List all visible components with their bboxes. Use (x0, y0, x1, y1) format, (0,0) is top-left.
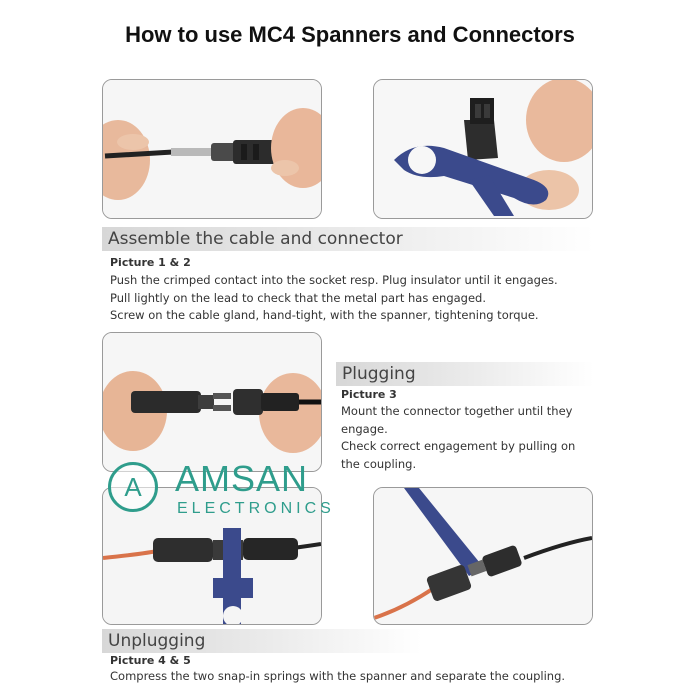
picture-label-4-5: Picture 4 & 5 (110, 654, 191, 667)
watermark-sub: ELECTRONICS (177, 500, 335, 517)
picture-label-1-2: Picture 1 & 2 (110, 256, 191, 269)
watermark-name: AMSAN (175, 458, 309, 499)
page-title: How to use MC4 Spanners and Connectors (125, 22, 575, 47)
photo-unplugging-connector (373, 487, 593, 625)
plugging-line: the coupling. (341, 456, 417, 471)
photo-assemble-contact (102, 79, 322, 219)
section-heading-assemble: Assemble the cable and connector (102, 227, 594, 251)
plugging-line: Mount the connector together until they (341, 404, 573, 418)
section-heading-plugging: Plugging (336, 362, 594, 386)
photo-plugging (102, 332, 322, 472)
plugging-line: engage. (341, 421, 388, 436)
picture-label-3: Picture 3 (341, 388, 397, 401)
unplugging-instructions: Compress the two snap-in springs with th… (110, 668, 650, 686)
assemble-line: Screw on the cable gland, hand-tight, wi… (110, 308, 539, 322)
plugging-instructions: Mount the connector together until they … (341, 403, 601, 473)
photo-assemble-spanner (373, 79, 593, 219)
unplugging-line: Compress the two snap-in springs with th… (110, 669, 566, 683)
assemble-line: Push the crimped contact into the socket… (110, 273, 558, 287)
amsan-logo-icon: A (108, 462, 158, 512)
section-heading-unplugging: Unplugging (102, 629, 422, 653)
assemble-instructions: Push the crimped contact into the socket… (110, 272, 610, 325)
assemble-line: Pull lightly on the lead to check that t… (110, 290, 487, 305)
plugging-line: Check correct engagement by pulling on (341, 439, 576, 453)
